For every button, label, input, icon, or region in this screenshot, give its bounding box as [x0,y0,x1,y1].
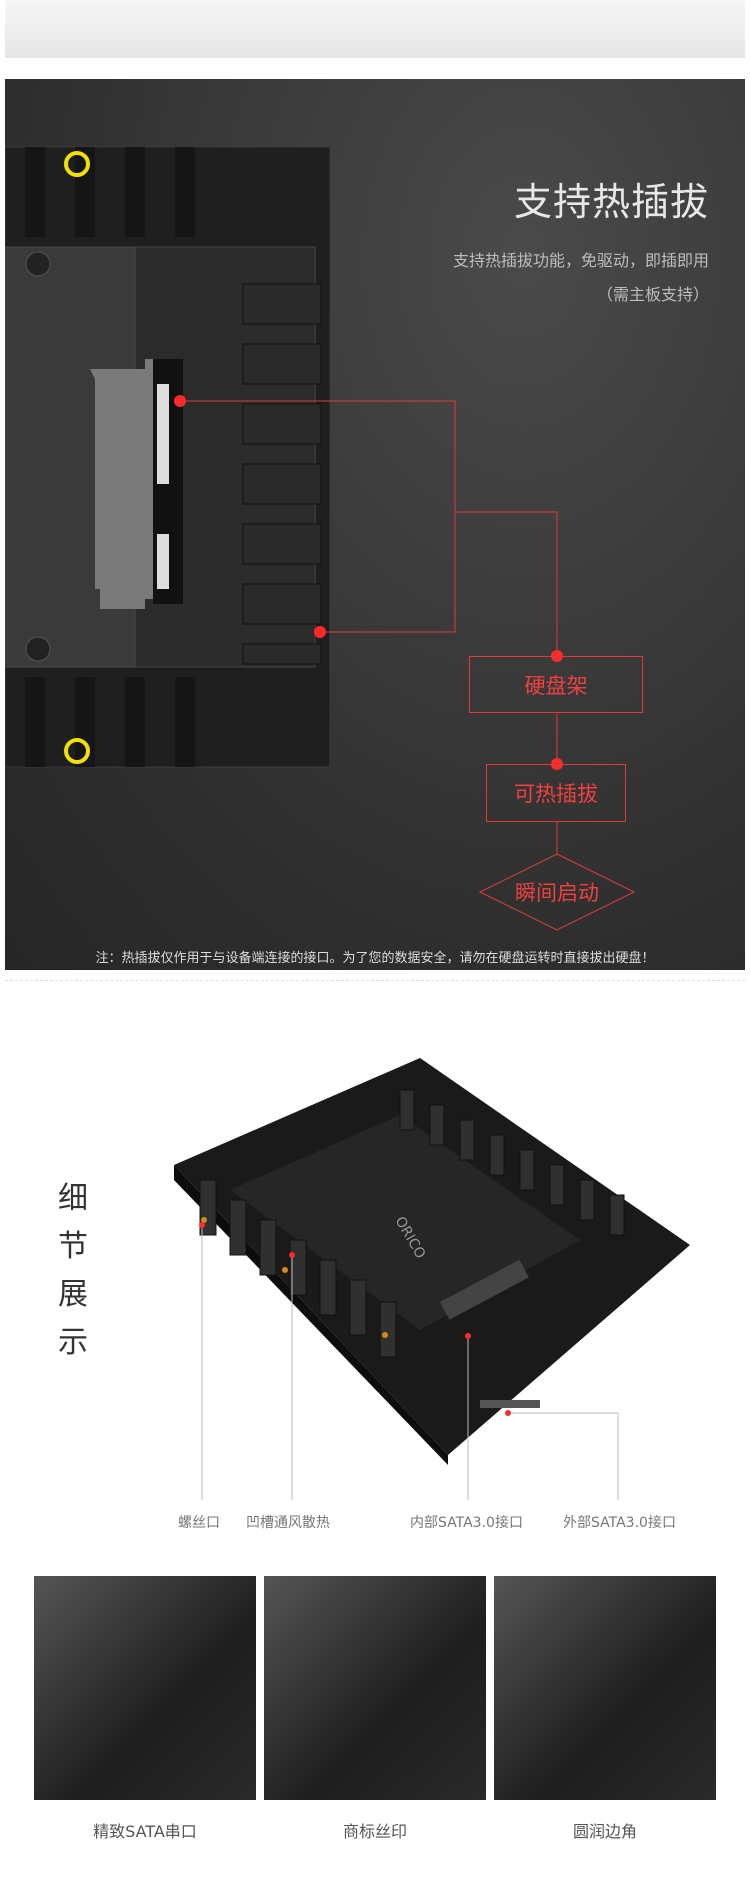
heading-char: 节 [58,1229,88,1264]
top-product-image-strip [5,0,745,58]
thumbnail-sata-port [34,1576,256,1800]
section-divider [5,980,745,981]
thumbnail-caption: 圆润边角 [572,1822,637,1841]
step-instant-start: 瞬间启动 [515,881,599,905]
callout-internal-sata: 内部SATA3.0接口 [410,1515,523,1531]
callout-ventilation: 凹槽通风散热 [246,1515,330,1531]
heading-char: 展 [58,1277,88,1312]
callout-screw-hole: 螺丝口 [178,1515,220,1531]
step-drive-bay: 硬盘架 [469,656,643,713]
drive-bay-illustration [5,146,636,931]
callout-external-sata: 外部SATA3.0接口 [563,1515,676,1531]
hotplug-subtitle-note: （需主板支持） [596,285,709,304]
thumbnail-caption: 精致SATA串口 [93,1822,197,1841]
product-detail-image: ORICO [174,1058,690,1500]
heading-char: 示 [58,1325,88,1360]
hotplug-title: 支持热插拔 [513,180,709,224]
hotplug-panel: 支持热插拔 支持热插拔功能，免驱动，即插即用 （需主板支持） 硬盘架 可热插拔 … [5,79,745,970]
step-hot-swap: 可热插拔 [486,764,626,822]
hotplug-subtitle: 支持热插拔功能，免驱动，即插即用 [452,251,709,270]
thumbnail-caption: 商标丝印 [342,1822,407,1841]
details-heading: 细 节 展 示 [58,1175,92,1367]
thumbnail-logo-print [264,1576,486,1800]
heading-char: 细 [58,1181,88,1216]
thumbnail-rounded-corner [494,1576,716,1800]
hotplug-note: 注：热插拔仅作用于与设备端连接的接口。为了您的数据安全，请勿在硬盘运转时直接拔出… [95,951,655,966]
